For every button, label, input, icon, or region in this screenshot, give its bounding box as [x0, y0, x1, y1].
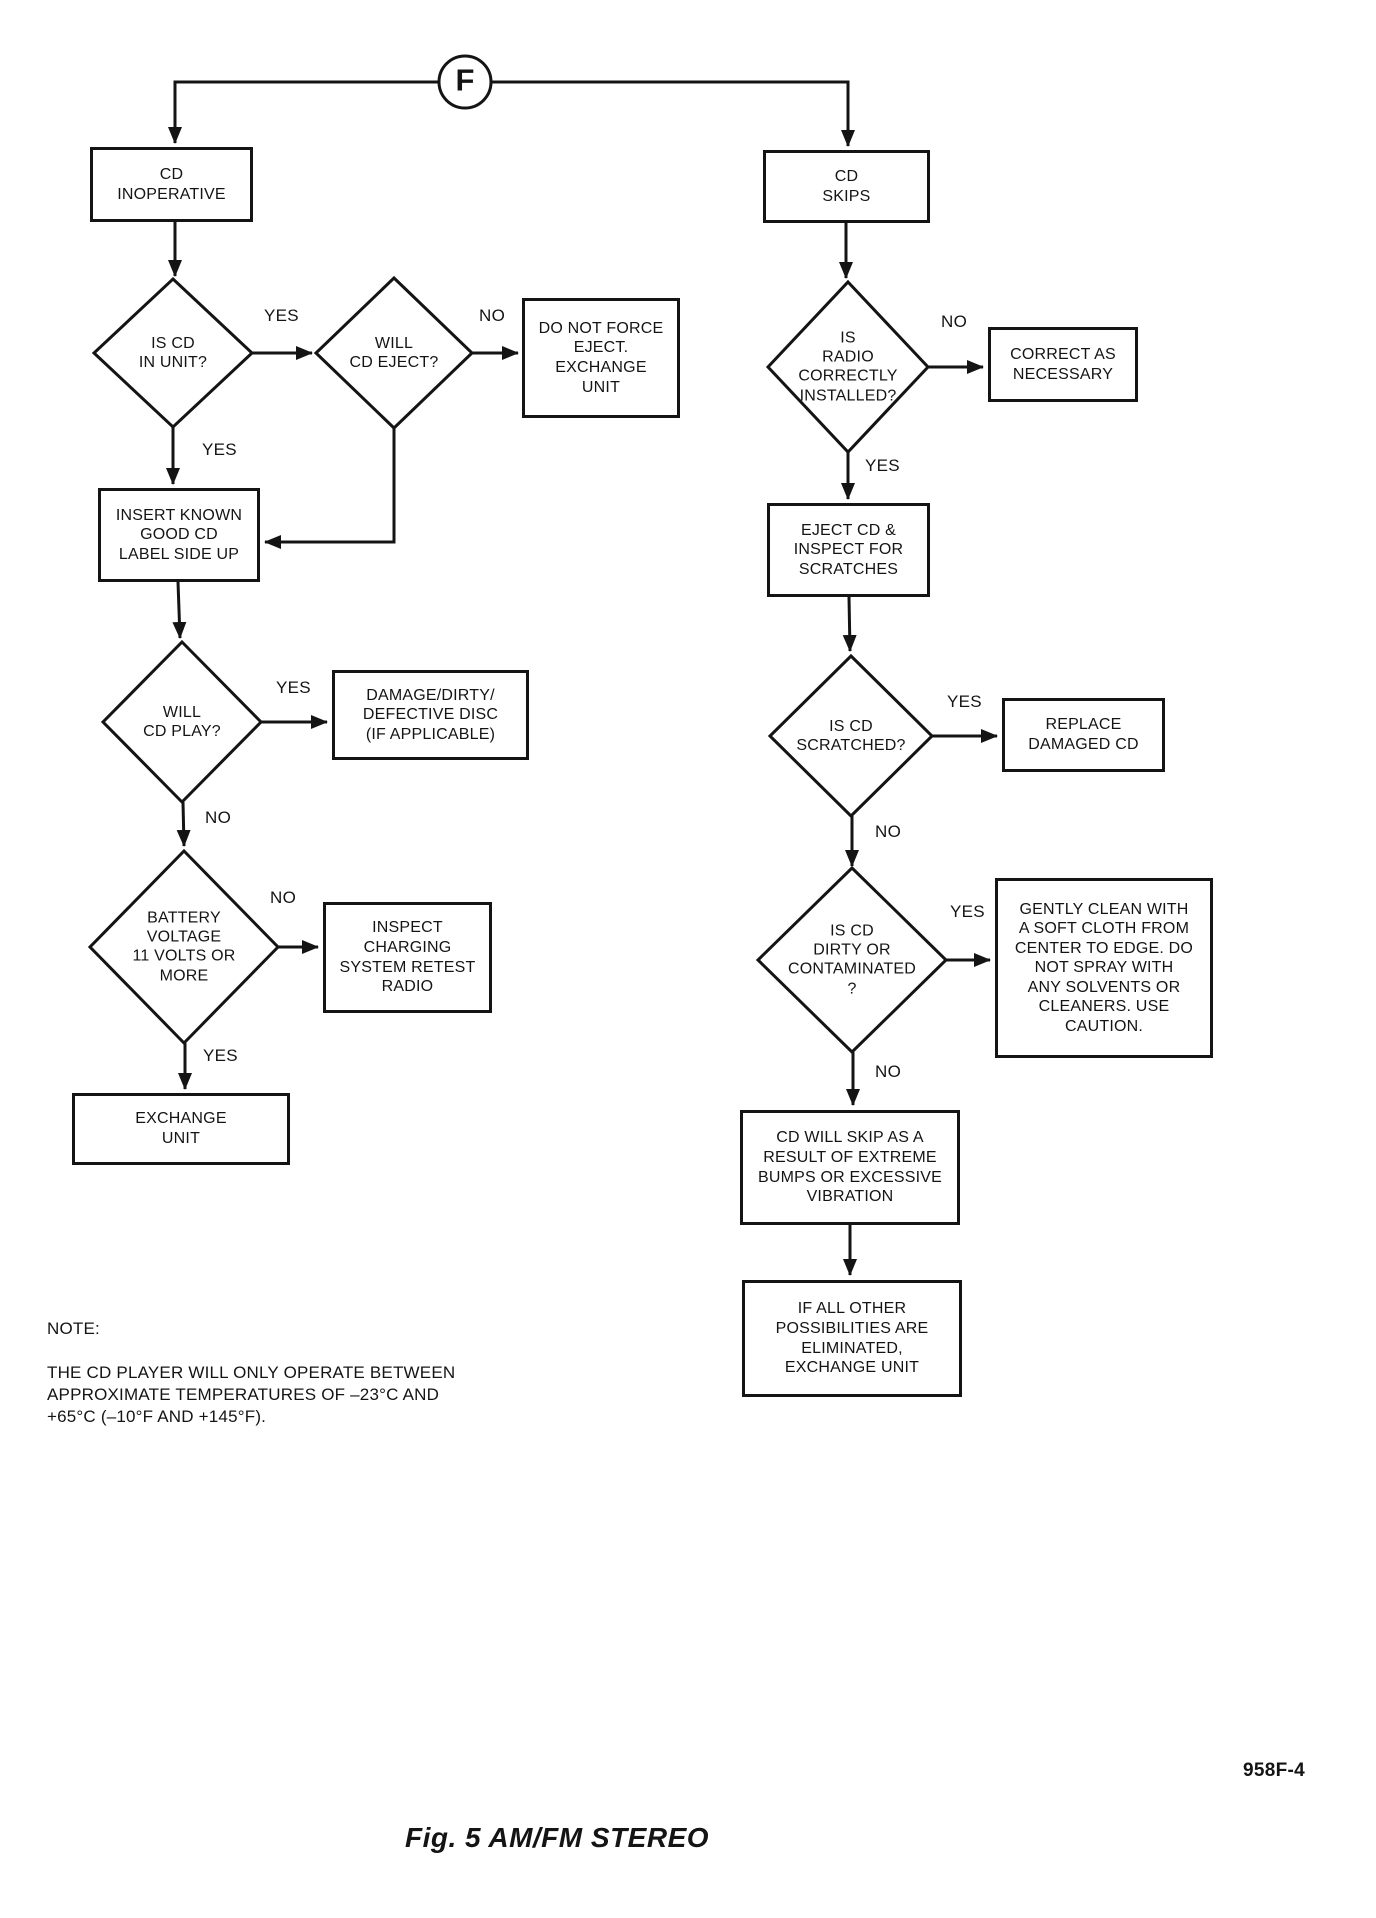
- edge-label-no: NO: [941, 312, 968, 331]
- node-insert-known-good-cd: INSERT KNOWN GOOD CD LABEL SIDE UP: [98, 488, 260, 582]
- note-block: NOTE: THE CD PLAYER WILL ONLY OPERATE BE…: [47, 1296, 455, 1451]
- edge-label-yes: YES: [202, 440, 237, 459]
- decision-is-cd-scratched: IS CD SCRATCHED?: [796, 717, 906, 754]
- decision-will-cd-play: WILL CD PLAY?: [143, 703, 221, 740]
- decision-battery-voltage: BATTERY VOLTAGE 11 VOLTS OR MORE: [132, 909, 236, 985]
- edges-group: [166, 80, 998, 1276]
- node-cd-inoperative: CD INOPERATIVE: [90, 147, 253, 222]
- node-replace-damaged-cd: REPLACE DAMAGED CD: [1002, 698, 1165, 772]
- decision-shape-will-cd-eject: [313, 275, 475, 431]
- decision-is-cd-in-unit: IS CD IN UNIT?: [138, 334, 208, 371]
- node-correct-as-necessary: CORRECT AS NECESSARY: [988, 327, 1138, 402]
- edge-label-no: NO: [270, 888, 297, 907]
- decision-shape-battery-voltage: [87, 848, 281, 1046]
- edge-insert-to-will-play: [172, 581, 187, 639]
- edge-label-yes: YES: [264, 306, 299, 325]
- node-do-not-force-eject: DO NOT FORCE EJECT. EXCHANGE UNIT: [522, 298, 680, 418]
- edge-label-yes: YES: [865, 456, 900, 475]
- decision-shape-is-radio-installed: [765, 279, 931, 455]
- edge-will-play-no: [176, 801, 191, 847]
- edge-label-no: NO: [205, 808, 232, 827]
- edge-f-to-cd-inoperative: [168, 80, 438, 144]
- decision-is-cd-dirty: IS CD DIRTY OR CONTAMINATED ?: [787, 922, 917, 998]
- node-cd-skips: CD SKIPS: [763, 150, 930, 223]
- figure-caption: Fig. 5 AM/FM STEREO: [405, 1822, 710, 1853]
- decision-shape-will-cd-play: [100, 639, 264, 805]
- edge-label-yes: YES: [203, 1046, 238, 1065]
- node-eject-cd-inspect: EJECT CD & INSPECT FOR SCRATCHES: [767, 503, 930, 597]
- decision-shape-is-cd-scratched: [767, 653, 935, 819]
- edge-label-no: NO: [875, 822, 902, 841]
- node-if-all-other: IF ALL OTHER POSSIBILITIES ARE ELIMINATE…: [742, 1280, 962, 1397]
- decision-is-radio-installed: IS RADIO CORRECTLY INSTALLED?: [798, 329, 898, 405]
- edge-label-yes: YES: [276, 678, 311, 697]
- node-damage-dirty-disc: DAMAGE/DIRTY/ DEFECTIVE DISC (IF APPLICA…: [332, 670, 529, 760]
- node-exchange-unit: EXCHANGE UNIT: [72, 1093, 290, 1165]
- decision-shapes-group: [87, 54, 949, 1055]
- doc-number: 958F-4: [1243, 1760, 1306, 1781]
- node-cd-will-skip: CD WILL SKIP AS A RESULT OF EXTREME BUMP…: [740, 1110, 960, 1225]
- edge-eject-to-scratched: [842, 596, 857, 652]
- node-inspect-charging: INSPECT CHARGING SYSTEM RETEST RADIO: [323, 902, 492, 1013]
- connector-f-label: F: [455, 62, 475, 98]
- edge-f-to-cd-skips: [492, 80, 855, 147]
- connector-f-circle: [437, 54, 493, 110]
- edge-will-eject-yes-elbow: [264, 428, 396, 549]
- edge-label-yes: YES: [947, 692, 982, 711]
- edge-label-no: NO: [479, 306, 506, 325]
- note-body: THE CD PLAYER WILL ONLY OPERATE BETWEEN …: [47, 1363, 456, 1427]
- decision-shape-is-cd-dirty: [755, 865, 949, 1055]
- note-title: NOTE:: [47, 1319, 100, 1339]
- decision-will-cd-eject: WILL CD EJECT?: [349, 334, 439, 371]
- node-gently-clean: GENTLY CLEAN WITH A SOFT CLOTH FROM CENT…: [995, 878, 1213, 1058]
- edge-label-no: NO: [875, 1062, 902, 1081]
- edge-label-yes: YES: [950, 902, 985, 921]
- decision-shape-is-cd-in-unit: [91, 276, 255, 430]
